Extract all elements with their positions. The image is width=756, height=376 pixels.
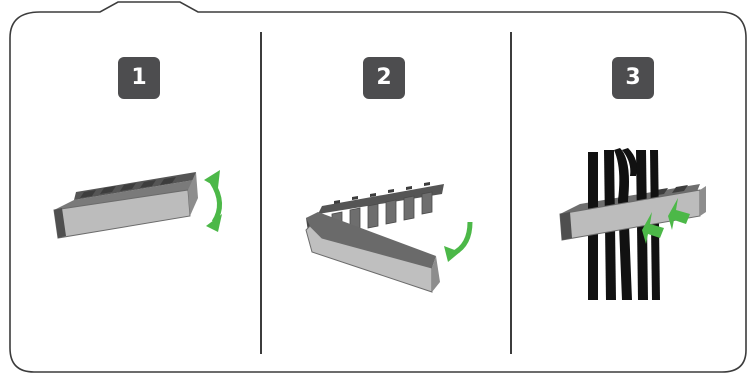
panel-divider-2 xyxy=(510,32,512,354)
insert-arrow-icon-1 xyxy=(642,212,664,244)
panel-divider-1 xyxy=(260,32,262,354)
rotate-arrow-icon xyxy=(204,170,222,232)
step-3-badge: 3 xyxy=(612,57,654,99)
step-1-badge: 1 xyxy=(118,57,160,99)
insert-arrow-icon-2 xyxy=(668,198,690,230)
step-2-badge: 2 xyxy=(363,57,405,99)
cable-organizer-open xyxy=(305,182,444,293)
cable-organizer-with-cables xyxy=(559,148,706,300)
cable-organizer-closed xyxy=(53,172,198,239)
open-arrow-icon xyxy=(444,221,473,262)
